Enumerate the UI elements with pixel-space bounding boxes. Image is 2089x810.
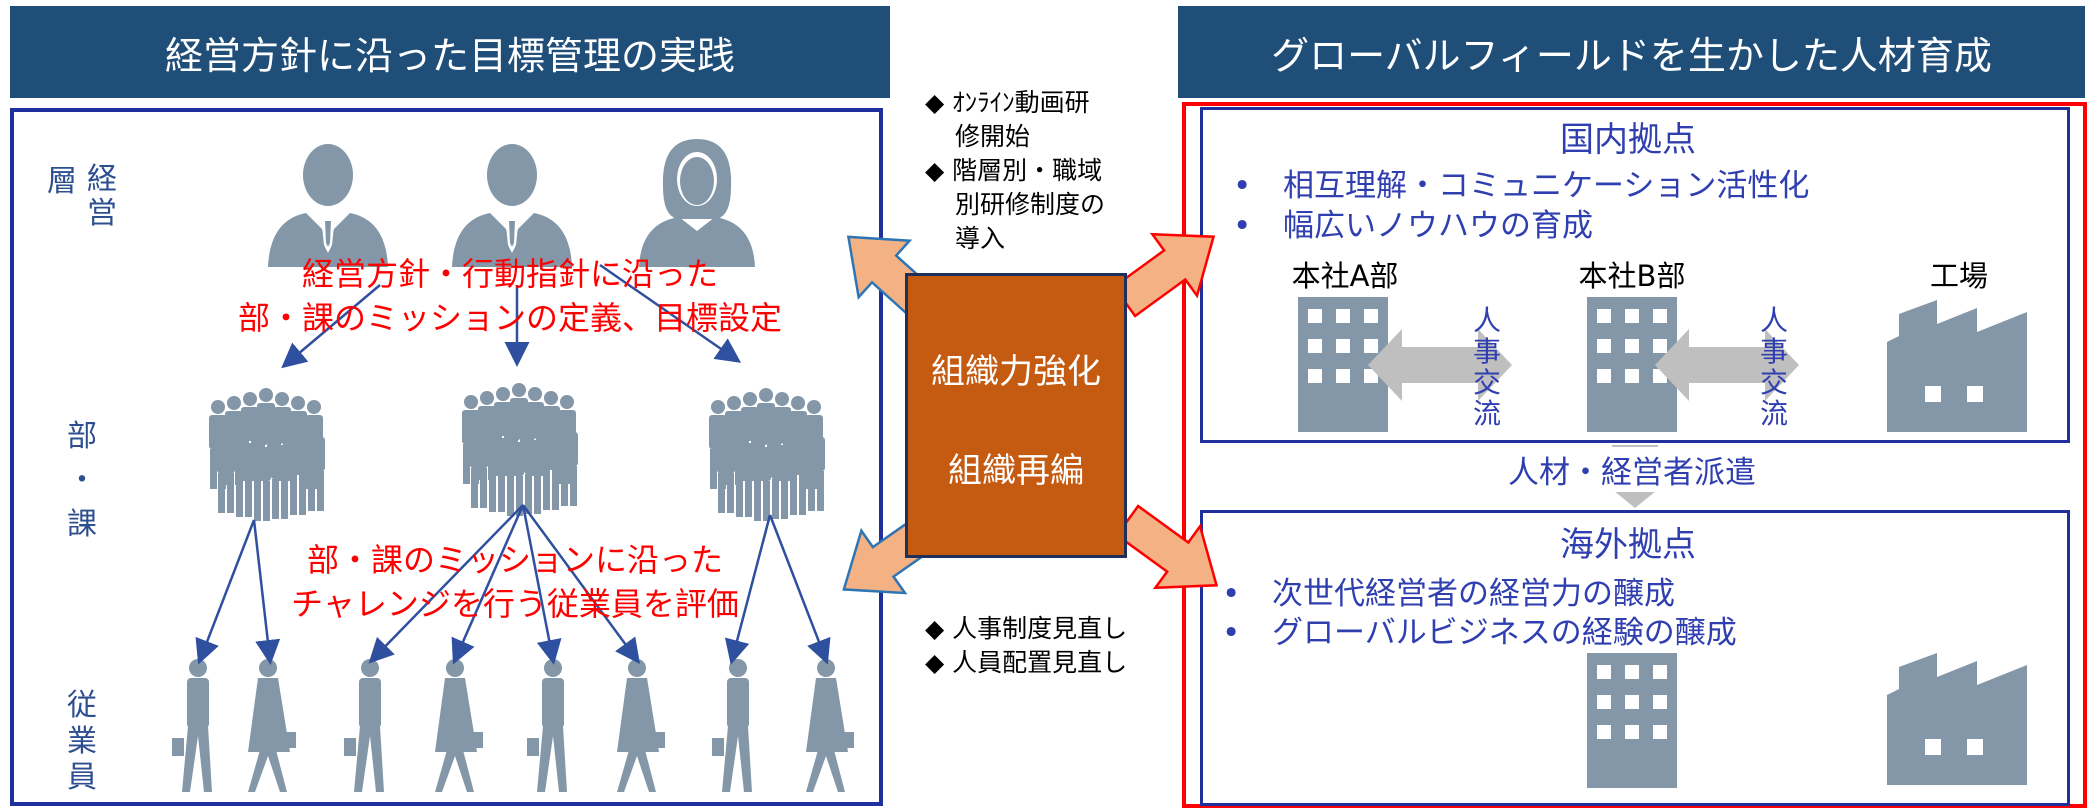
overseas-title: 海外拠点 <box>1560 525 1696 565</box>
bullet-dot: • <box>1233 168 1252 204</box>
bullet-text: グローバルビジネスの経験の醸成 <box>1272 615 1737 651</box>
left-header-text: 経営方針に沿った目標管理の実践 <box>164 33 735 78</box>
exchange-char: 事 <box>1472 335 1501 368</box>
bullet-text: 幅広いノウハウの育成 <box>1283 208 1593 244</box>
crowd-icon-2 <box>462 383 578 516</box>
center-line-1: 組織力強化 <box>931 352 1101 392</box>
level-char: 層 <box>47 164 77 199</box>
exchange-char: 人 <box>1759 304 1788 337</box>
dispatch-label: 人材・経営者派遣 <box>1508 447 1756 492</box>
level-label-employee: 従 業 員 <box>64 688 100 796</box>
exchange-char: 人 <box>1472 304 1501 337</box>
executive-icon-1 <box>268 144 388 267</box>
exchange-char: 交 <box>1472 366 1501 399</box>
exchange-char: 流 <box>1759 397 1788 430</box>
site-label-factory: 工場 <box>1929 259 1988 293</box>
bullet-text: 次世代経営者の経営力の醸成 <box>1272 576 1675 612</box>
employee-icon-3 <box>344 659 384 792</box>
note-line: 別研修制度の <box>955 190 1106 219</box>
bullet-dot: • <box>1222 615 1241 651</box>
exchange-label-1: 人 事 交 流 <box>1470 305 1504 429</box>
employee-icon-6 <box>617 659 665 792</box>
note-line: ◆ 人事制度見直し <box>925 614 1128 643</box>
exchange-label-2: 人 事 交 流 <box>1757 305 1791 429</box>
right-header-text: グローバルフィールドを生かした人材育成 <box>1271 33 1992 78</box>
note-line: ◆ 階層別・職域 <box>925 156 1103 185</box>
right-header: グローバルフィールドを生かした人材育成 <box>1178 6 2085 98</box>
factory-icon-overseas <box>1887 653 2027 785</box>
center-top-notes: ◆ ｵﾝﾗｲﾝ動画研 修開始 ◆ 階層別・職域 別研修制度の 導入 <box>925 86 1160 256</box>
overseas-bullet-2: • グローバルビジネスの経験の醸成 <box>1222 607 1737 652</box>
evaluation-text: 部・課のミッションに沿った チャレンジを行う従業員を評価 <box>230 538 800 626</box>
employee-icon-1 <box>172 659 212 792</box>
employee-icon-7 <box>712 659 752 792</box>
level-char: 営 <box>87 196 117 231</box>
domestic-bullet-2: • 幅広いノウハウの育成 <box>1233 200 1593 245</box>
employee-icon-5 <box>527 659 567 792</box>
center-bottom-notes: ◆ 人事制度見直し ◆ 人員配置見直し <box>925 612 1165 680</box>
level-char: 従 <box>67 688 97 723</box>
mission-text-line: 経営方針・行動指針に沿った <box>301 255 718 293</box>
employee-icon-2 <box>248 659 296 792</box>
note-line: 修開始 <box>955 122 1031 151</box>
left-panel <box>10 108 883 806</box>
level-char: ・ <box>67 463 97 498</box>
evaluation-text-line: チャレンジを行う従業員を評価 <box>291 585 739 623</box>
executive-icon-2 <box>452 144 572 267</box>
level-char: 員 <box>67 760 97 795</box>
mission-text: 経営方針・行動指針に沿った 部・課のミッションの定義、目標設定 <box>170 252 850 340</box>
level-char: 経 <box>87 162 117 197</box>
mission-text-line: 部・課のミッションの定義、目標設定 <box>237 299 782 337</box>
bullet-dot: • <box>1233 208 1252 244</box>
right-panel <box>1182 102 2087 808</box>
crowd-icon-3 <box>709 388 825 521</box>
building-icon-overseas <box>1587 653 1677 788</box>
center-line-2: 組織再編 <box>948 451 1084 491</box>
exchange-char: 事 <box>1759 335 1788 368</box>
bullet-dot: • <box>1222 576 1241 612</box>
level-label-executive-col2: 経 営 <box>84 163 120 231</box>
center-box: 組織力強化 組織再編 <box>905 273 1127 558</box>
crowd-icon-1 <box>209 388 325 521</box>
overseas-bullet-1: • 次世代経営者の経営力の醸成 <box>1222 568 1675 613</box>
exchange-char: 流 <box>1472 397 1501 430</box>
level-label-executive: 層 <box>44 165 80 199</box>
site-label-b: 本社B部 <box>1578 259 1686 293</box>
level-char: 課 <box>67 507 97 542</box>
bullet-text: 相互理解・コミュニケーション活性化 <box>1283 168 1810 204</box>
evaluation-text-line: 部・課のミッションに沿った <box>306 541 723 579</box>
employee-icon-8 <box>806 659 854 792</box>
level-label-department: 部 ・ 課 <box>64 415 100 547</box>
site-label-a: 本社A部 <box>1291 259 1399 293</box>
note-line: ◆ 人員配置見直し <box>925 648 1128 677</box>
executive-icon-3 <box>639 139 755 267</box>
domestic-title: 国内拠点 <box>1560 120 1696 160</box>
level-char: 業 <box>67 724 97 759</box>
level-char: 部 <box>67 419 97 454</box>
exchange-char: 交 <box>1759 366 1788 399</box>
left-header: 経営方針に沿った目標管理の実践 <box>10 6 890 98</box>
note-line: ◆ ｵﾝﾗｲﾝ動画研 <box>925 88 1090 117</box>
domestic-bullet-1: • 相互理解・コミュニケーション活性化 <box>1233 160 1809 205</box>
employee-icon-4 <box>435 659 483 792</box>
note-line: 導入 <box>955 224 1006 253</box>
factory-icon-domestic <box>1887 300 2027 432</box>
